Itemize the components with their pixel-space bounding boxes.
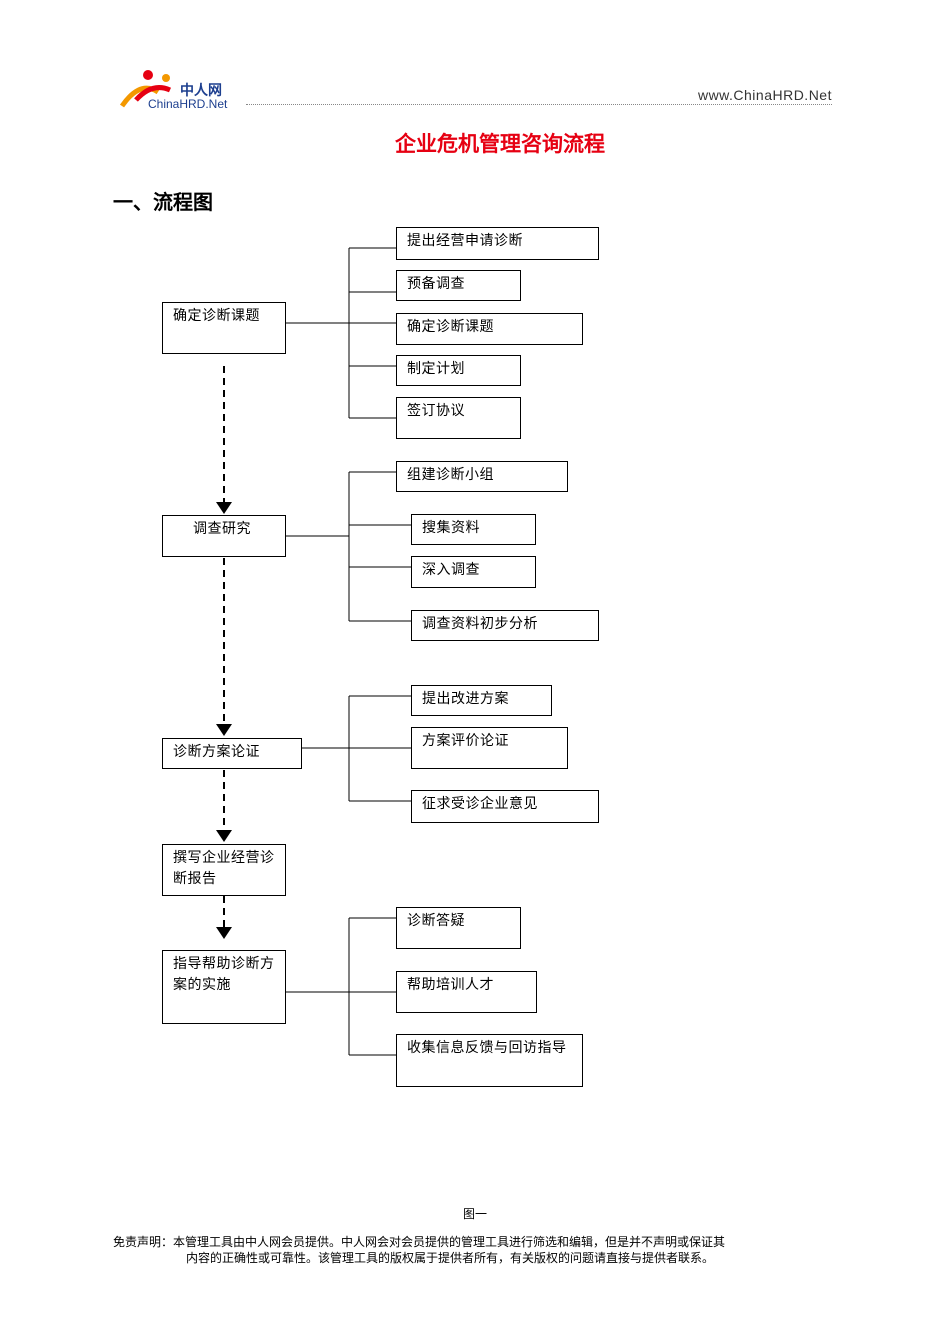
substep-box: 调查资料初步分析 — [411, 610, 599, 641]
step-box-3: 诊断方案论证 — [162, 738, 302, 769]
substep-box: 收集信息反馈与回访指导 — [396, 1034, 583, 1087]
substep-box: 帮助培训人才 — [396, 971, 537, 1013]
step-box-4: 撰写企业经营诊断报告 — [162, 844, 286, 896]
substep-box: 征求受诊企业意见 — [411, 790, 599, 823]
arrow-head-icon — [216, 927, 232, 939]
disclaimer-line-1: 免责声明：本管理工具由中人网会员提供。中人网会对会员提供的管理工具进行筛选和编辑… — [113, 1235, 726, 1249]
arrow-head-icon — [216, 502, 232, 514]
substep-box: 确定诊断课题 — [396, 313, 583, 345]
substep-box: 预备调查 — [396, 270, 521, 301]
arrow-head-icon — [216, 830, 232, 842]
substep-box: 方案评价论证 — [411, 727, 568, 769]
logo-mark-icon — [119, 70, 172, 108]
substep-box: 深入调查 — [411, 556, 536, 588]
substep-box: 组建诊断小组 — [396, 461, 568, 492]
substep-box: 签订协议 — [396, 397, 521, 439]
substep-box: 搜集资料 — [411, 514, 536, 545]
logo: 中人网 ChinaHRD.Net — [118, 66, 248, 112]
step-box-2: 调查研究 — [162, 515, 286, 557]
logo-cn: 中人网 — [180, 83, 222, 99]
substep-box: 提出改进方案 — [411, 685, 552, 716]
site-url[interactable]: www.ChinaHRD.Net — [697, 87, 832, 103]
logo-en: ChinaHRD.Net — [148, 97, 228, 111]
figure-caption: 图一 — [462, 1207, 487, 1221]
substep-box: 提出经营申请诊断 — [396, 227, 599, 260]
step-box-1: 确定诊断课题 — [162, 302, 286, 354]
section-heading: 一、流程图 — [113, 190, 213, 214]
substep-box: 诊断答疑 — [396, 907, 521, 949]
arrow-head-icon — [216, 724, 232, 736]
substep-box: 制定计划 — [396, 355, 521, 386]
header-rule — [246, 104, 832, 105]
page-title: 企业危机管理咨询流程 — [395, 132, 605, 156]
step-box-5: 指导帮助诊断方案的实施 — [162, 950, 286, 1024]
disclaimer-line-2: 内容的正确性或可靠性。该管理工具的版权属于提供者所有，有关版权的问题请直接与提供… — [186, 1251, 715, 1265]
